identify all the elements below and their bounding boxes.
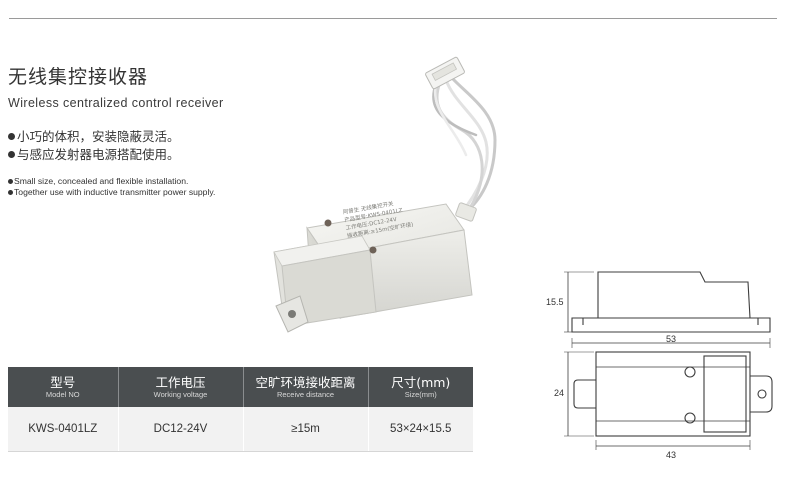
- screw-hole: [369, 246, 377, 254]
- product-title-en: Wireless centralized control receiver: [8, 96, 224, 110]
- feature-text-en: Small size, concealed and flexible insta…: [14, 176, 189, 186]
- header-size: 尺寸(mm)Size(mm): [368, 367, 473, 407]
- feature-text-cn: 与感应发射器电源搭配使用。: [17, 147, 180, 162]
- header-text-en: Receive distance: [276, 389, 335, 399]
- top-view-body: [595, 351, 751, 437]
- product-title-cn: 无线集控接收器: [8, 66, 149, 88]
- dim-body-length: 43: [666, 450, 676, 460]
- cell-model: KWS-0401LZ: [8, 407, 119, 452]
- dim-length: 53: [666, 334, 676, 344]
- feature-item-cn: 小巧的体积，安装隐蔽灵活。: [8, 128, 180, 146]
- cell-voltage: DC12-24V: [118, 407, 244, 452]
- feature-item-en: Together use with inductive transmitter …: [8, 187, 215, 198]
- product-label: 阿普生 无线集控开关 产品型号:KWS-0401LZ 工作电压:DC12-24V…: [342, 199, 414, 239]
- header-text-cn: 型号: [50, 374, 76, 390]
- top-view-ear: [750, 375, 773, 413]
- header-text-cn: 空旷环境接收距离: [255, 374, 356, 390]
- table-row: KWS-0401LZ DC12-24V ≥15m 53×24×15.5: [8, 407, 473, 452]
- feature-item-en: Small size, concealed and flexible insta…: [8, 176, 215, 187]
- dim-width: 24: [554, 388, 564, 398]
- side-view-body: [597, 271, 751, 319]
- cell-distance: ≥15m: [243, 407, 369, 452]
- feature-list-en: Small size, concealed and flexible insta…: [8, 176, 215, 197]
- bullet-icon: [8, 151, 15, 158]
- bullet-icon: [8, 189, 13, 195]
- header-text-cn: 工作电压: [155, 374, 206, 390]
- bullet-icon: [8, 179, 13, 184]
- header-text-cn: 尺寸(mm): [391, 374, 451, 390]
- dim-height: 15.5: [546, 297, 564, 307]
- feature-item-cn: 与感应发射器电源搭配使用。: [8, 146, 180, 164]
- wire-bundle: [432, 76, 497, 214]
- top-divider: [9, 18, 777, 19]
- cell-size: 53×24×15.5: [368, 407, 473, 452]
- header-text-en: Size(mm): [404, 389, 437, 399]
- side-view-base: [571, 317, 771, 333]
- bullet-icon: [8, 133, 15, 140]
- header-text-en: Model NO: [45, 389, 80, 399]
- feature-list-cn: 小巧的体积，安装隐蔽灵活。 与感应发射器电源搭配使用。: [8, 128, 180, 164]
- feature-text-cn: 小巧的体积，安装隐蔽灵活。: [17, 129, 180, 144]
- screw-hole: [324, 219, 332, 227]
- header-text-en: Working voltage: [153, 389, 208, 399]
- connector-plug: [425, 56, 465, 90]
- feature-text-en: Together use with inductive transmitter …: [14, 186, 216, 197]
